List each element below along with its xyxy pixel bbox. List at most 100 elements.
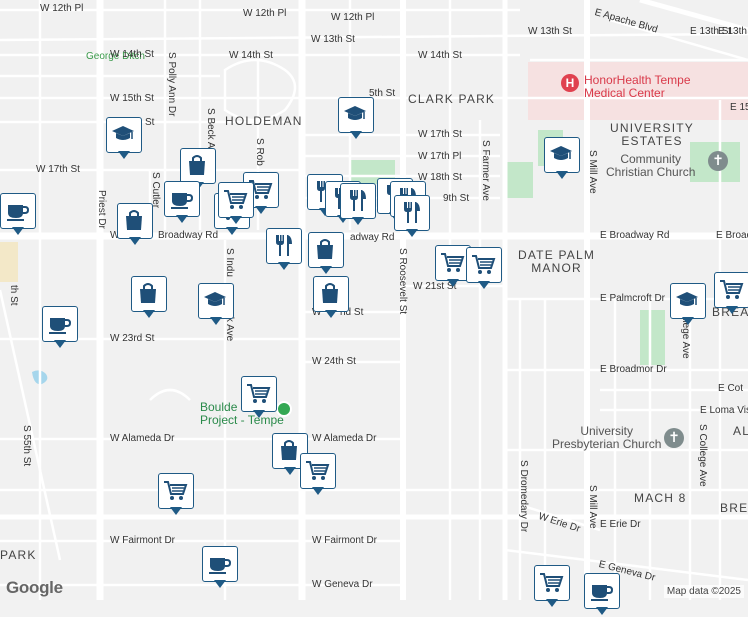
street-label: W 14th St [229,50,273,61]
cafe-marker[interactable] [202,546,238,590]
grocery-icon [538,569,564,595]
park-pin-icon[interactable] [276,401,292,417]
marker-tip [406,229,418,237]
shopping-icon [317,280,343,306]
grocery-marker[interactable] [158,473,194,517]
marker-box [394,195,430,231]
school-marker[interactable] [198,283,234,327]
cafe-marker[interactable] [0,193,36,237]
grocery-marker[interactable] [466,247,502,291]
map-attribution[interactable]: Map data ©2025 [663,585,744,598]
cafe-marker[interactable] [42,306,78,350]
street-label: E Broadmor Dr [600,364,667,375]
street-label: W Geneva Dr [312,579,373,590]
street-label: E Erie Dr [600,519,641,530]
street-label: S Rob [254,138,265,166]
school-marker[interactable] [544,137,580,181]
marker-tip [226,227,238,235]
marker-tip [210,317,222,325]
marker-tip [320,266,332,274]
church-icon[interactable]: ✝ [708,151,728,171]
marker-tip [129,237,141,245]
cafe-icon [168,185,194,211]
street-label: W 21st St [413,281,457,292]
street-label: W 24th St [312,356,356,367]
school-icon [674,287,700,313]
street-label: S Mill Ave [587,150,598,194]
street-label: S Farmer Ave [480,140,491,201]
street-label: nd St [340,307,364,318]
street-label: S Polly Ann Dr [166,52,177,117]
school-icon [110,121,136,147]
grocery-icon [439,249,465,275]
restaurant-marker[interactable] [340,183,376,227]
shopping-icon [135,280,161,306]
street-label: W 18th St [418,172,462,183]
hospital-icon[interactable]: H [561,74,579,92]
school-icon [548,141,574,167]
cafe-icon [588,577,614,603]
park-area [0,242,18,282]
street-label: S Indu [224,248,235,277]
marker-tip [118,151,130,159]
grocery-marker[interactable] [241,376,277,420]
restaurant-marker[interactable] [266,228,302,272]
boulder-name-line: Boulde [200,400,238,414]
marker-tip [350,131,362,139]
street-label: 9th St [443,193,470,204]
church-name-line: Christian Church [606,165,696,180]
marker-tip [556,171,568,179]
marker-tip [447,279,459,287]
grocery-marker[interactable] [218,182,254,226]
street-label: W 14th St [110,49,154,60]
marker-tip [253,410,265,418]
street-label: S Roosevelt St [397,248,408,315]
church-label[interactable]: University Presbyterian Church [552,424,661,451]
street-label: W 17th Pl [418,151,462,162]
grocery-icon [304,457,330,483]
school-marker[interactable] [338,97,374,141]
cafe-icon [4,197,30,223]
shopping-marker[interactable] [313,276,349,320]
street-label: W 23rd St [110,333,155,344]
church-icon[interactable]: ✝ [664,428,684,448]
cafe-marker[interactable] [584,573,620,617]
grocery-marker[interactable] [534,565,570,609]
grocery-marker[interactable] [714,272,748,316]
hospital-zone [528,62,748,120]
park-area [505,162,533,198]
street-label: 5th St [369,88,396,99]
restaurant-icon [398,199,424,225]
hospital-label[interactable]: HonorHealth Tempe Medical Center [584,73,691,101]
street-label: E 13th St [690,26,732,37]
restaurant-icon [270,232,296,258]
school-marker[interactable] [106,117,142,161]
cafe-marker[interactable] [164,181,200,225]
cafe-icon [46,310,72,336]
street-label: E Broadway Rd [600,230,670,241]
street-label: W 13th St [311,34,355,45]
shopping-marker[interactable] [117,203,153,247]
area-park: PARK [0,548,37,562]
hospital-name-line: HonorHealth Tempe [584,73,691,87]
grocery-marker[interactable] [435,245,471,289]
restaurant-marker[interactable] [394,195,430,239]
shopping-marker[interactable] [131,276,167,320]
park-area [640,310,665,365]
hospital-name-line: Medical Center [584,86,665,101]
marker-tip [170,507,182,515]
street-label: Broadway Rd [158,230,219,241]
shopping-marker[interactable] [308,232,344,276]
grocery-marker[interactable] [300,453,336,497]
marker-tip [54,340,66,348]
church-label[interactable]: Community Christian Church [606,152,696,180]
marker-tip [325,310,337,318]
school-marker[interactable] [670,283,706,327]
street-label: S 55th St [21,425,32,467]
church-name-line: University [580,424,634,438]
restaurant-icon [344,187,370,213]
area-label-line: UNIVERSITY [610,121,695,135]
street-label: E 13th St [718,26,748,37]
marker-tip [214,580,226,588]
marker-tip [478,281,490,289]
